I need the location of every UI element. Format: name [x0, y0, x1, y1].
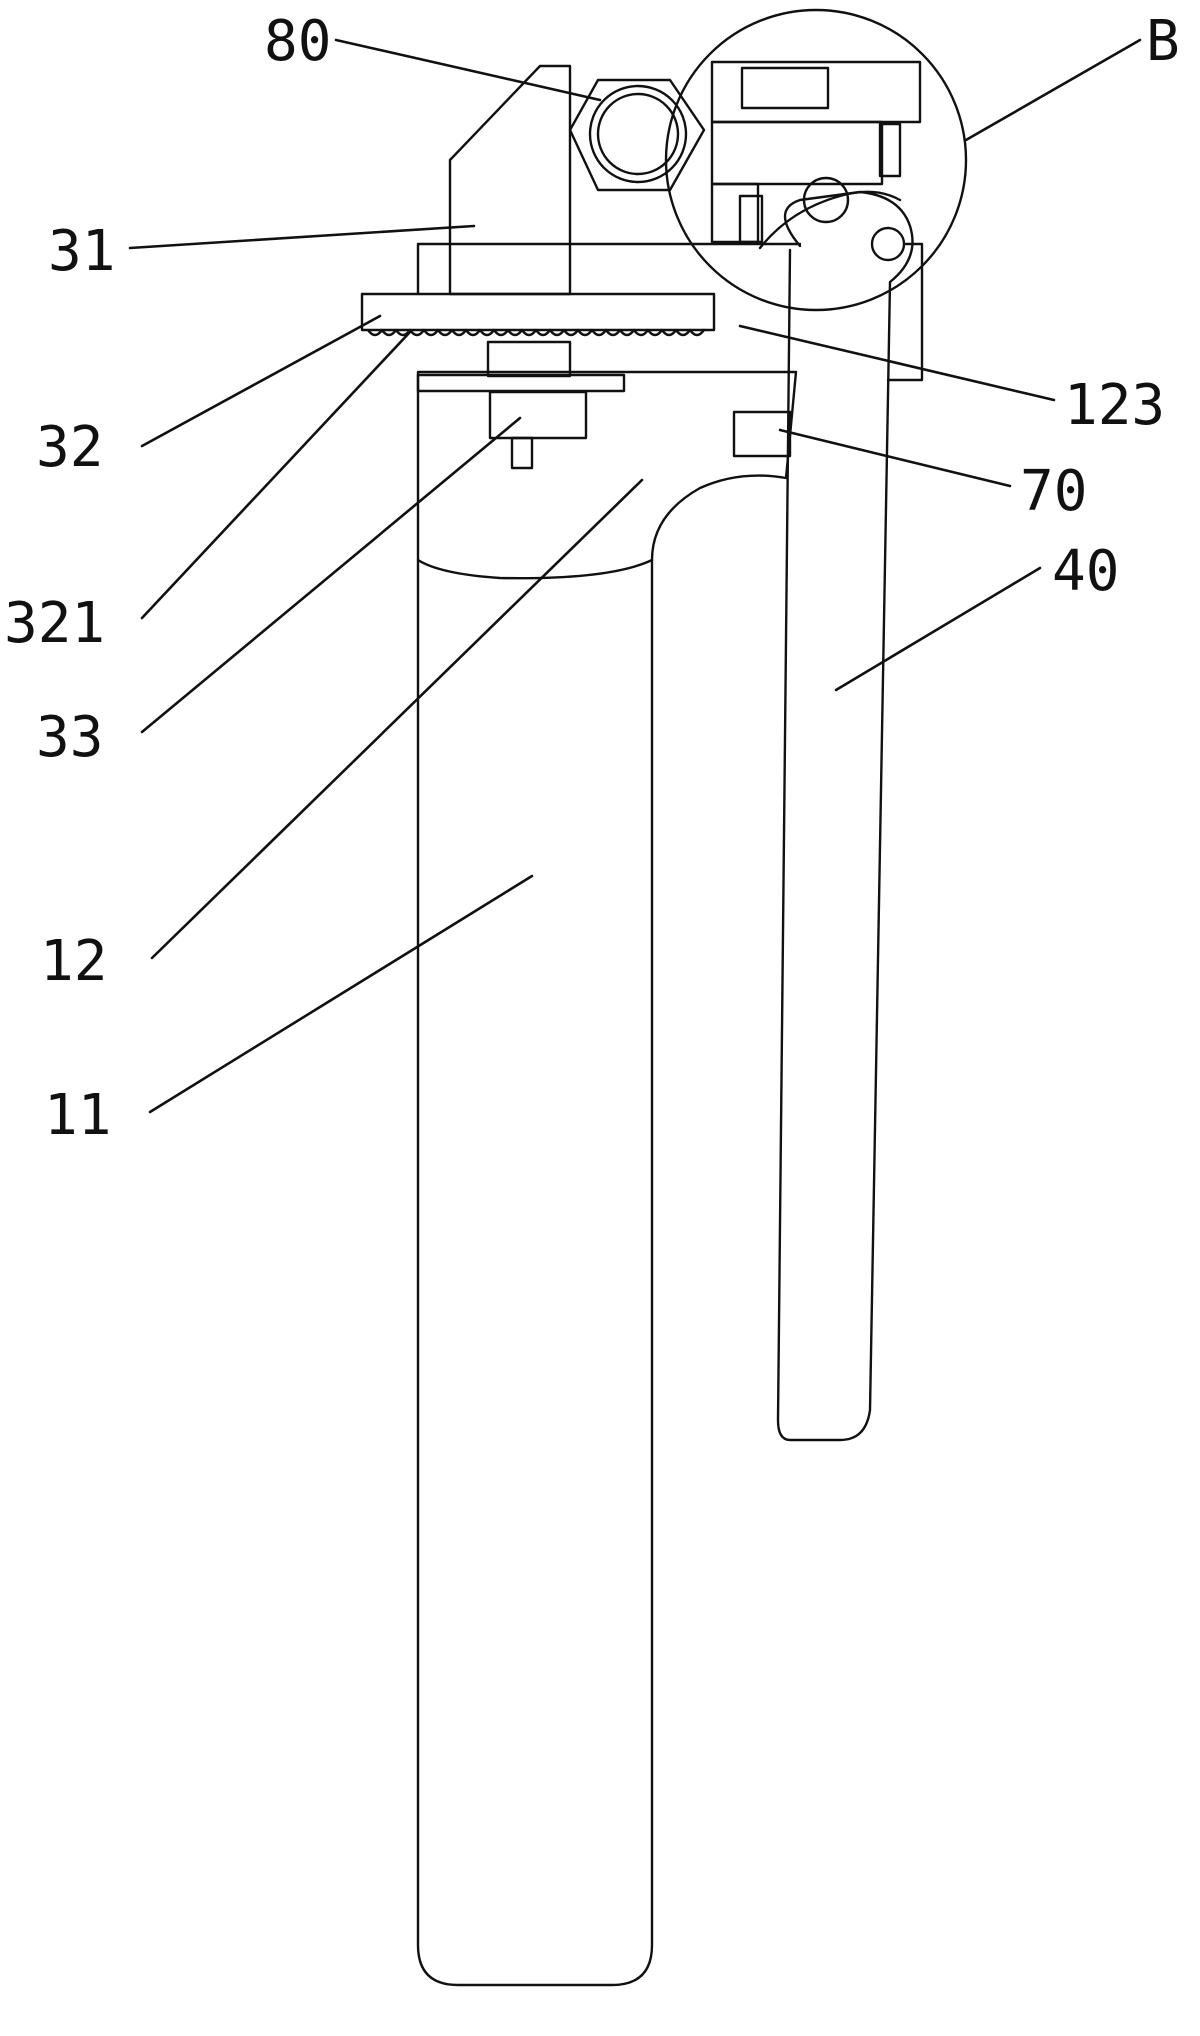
- handle-11: [416, 558, 654, 1987]
- lever-pivot: [870, 226, 906, 262]
- label-321: 321: [4, 591, 105, 656]
- spring-70: [732, 410, 792, 458]
- detail-b-parts: [710, 60, 922, 250]
- nut-80-inner: [596, 92, 680, 176]
- label-11: 11: [44, 1083, 111, 1148]
- spring-33-stem: [510, 436, 534, 470]
- lever-40: [776, 190, 914, 1442]
- nut-80-ring: [588, 84, 688, 184]
- frame-123-right: [886, 242, 924, 382]
- leader-321: [140, 330, 412, 620]
- frame-123: [416, 242, 802, 296]
- leader-32: [140, 314, 382, 448]
- label-80: 80: [264, 9, 331, 74]
- axle-33: [416, 373, 626, 393]
- rack-32: [360, 292, 716, 332]
- body-12: [416, 370, 798, 580]
- jaw-31: [448, 64, 572, 296]
- rack-teeth-321: [366, 328, 706, 337]
- label-33: 33: [36, 705, 103, 770]
- label-123: 123: [1064, 373, 1165, 438]
- leader-80: [334, 38, 602, 102]
- label-b: B: [1146, 9, 1180, 74]
- leader-70: [778, 428, 1012, 488]
- label-32: 32: [36, 415, 103, 480]
- leader-33: [140, 416, 522, 734]
- nut-80: [568, 78, 706, 192]
- label-40: 40: [1052, 539, 1119, 604]
- leader-11: [148, 874, 534, 1114]
- spring-33-lower: [488, 390, 588, 440]
- leader-31: [128, 224, 476, 250]
- label-31: 31: [48, 219, 115, 284]
- spring-33-upper: [486, 340, 572, 378]
- leader-123: [738, 324, 1056, 402]
- leader-40: [834, 566, 1042, 692]
- label-12: 12: [40, 929, 107, 994]
- leader-b: [964, 38, 1142, 142]
- detail-circle-b: [664, 8, 968, 312]
- label-70: 70: [1020, 459, 1087, 524]
- leader-12: [150, 478, 644, 960]
